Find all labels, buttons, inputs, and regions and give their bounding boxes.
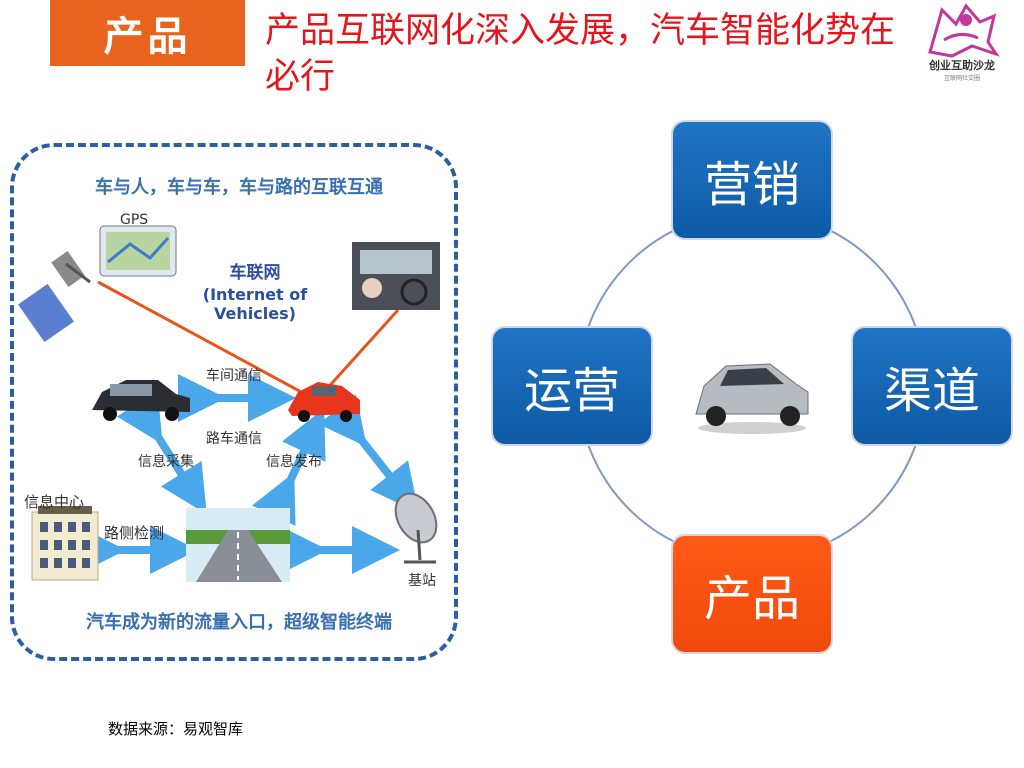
iov-top-caption: 车与人，车与车，车与路的互联互通 (95, 177, 383, 198)
red-car-icon (288, 382, 360, 422)
publish-arrow (252, 408, 326, 526)
iov-diagram (18, 225, 440, 582)
section-tag: 产品 (50, 0, 245, 66)
cycle-node-channel: 渠道 (851, 326, 1013, 446)
logo: 创业互助沙龙 互联网社交圈 (912, 0, 1012, 90)
driver-photo-icon (352, 242, 440, 310)
logo-subtext: 互联网社交圈 (943, 75, 980, 82)
base-station-arrow (318, 394, 419, 513)
gps-device-icon (99, 225, 177, 277)
collect-arrow (116, 390, 207, 515)
black-car-icon (92, 380, 190, 421)
iov-bottom-caption: 汽车成为新的流量入口，超级智能终端 (86, 612, 392, 633)
page-title: 产品互联网化深入发展，汽车智能化势在必行 (265, 11, 896, 97)
road-icon (186, 508, 290, 582)
iov-center-en: (Internet of Vehicles) (202, 285, 308, 323)
info-center-building-icon (31, 506, 99, 581)
driver-link-line (322, 308, 400, 394)
iov-frame (10, 143, 458, 661)
center-car-icon (695, 363, 809, 434)
base-station-label: 基站 (408, 573, 436, 589)
cycle-node-marketing: 营销 (671, 120, 833, 240)
v2v-label: 车间通信 (206, 368, 262, 384)
iov-center-cn: 车联网 (229, 263, 281, 283)
publish-label: 信息发布 (266, 454, 322, 470)
base-station-dish-icon (394, 492, 438, 564)
roadside-label: 路侧检测 (104, 524, 165, 542)
info-center-label: 信息中心 (24, 493, 85, 511)
cycle-node-product: 产品 (671, 534, 833, 654)
logo-text: 创业互助沙龙 (929, 59, 995, 72)
collect-label: 信息采集 (138, 454, 194, 470)
iov-center-label: 车联网 (Internet of Vehicles) (160, 258, 350, 323)
gps-label: GPS (120, 212, 149, 228)
cycle-node-operation: 运营 (491, 326, 653, 446)
v2r-label: 路车通信 (206, 431, 262, 447)
data-source: 数据来源：易观智库 (108, 720, 244, 738)
logo-icon (928, 3, 1000, 58)
satellite-icon (18, 250, 91, 343)
